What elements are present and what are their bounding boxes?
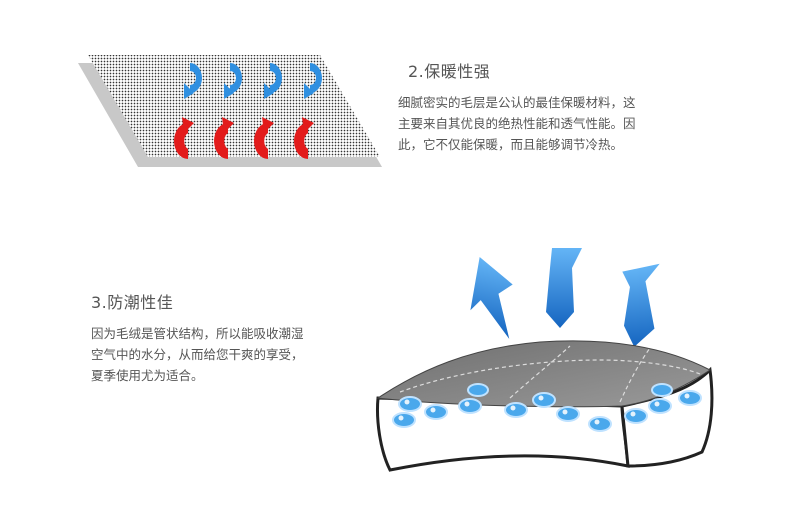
moisture-line: 因为毛绒是管状结构，所以能吸收潮湿 [91,326,304,341]
blue-curved-arrow-icon [184,63,202,99]
warmth-line: 细腻密实的毛层是公认的最佳保暖材料，这 [398,95,636,110]
warmth-illustration [78,55,382,167]
red-curved-arrow-icon [214,117,234,159]
red-curved-arrow-icon [254,117,274,159]
moisture-line: 夏季使用尤为适合。 [91,368,204,383]
moisture-droplets [392,383,702,432]
warmth-title: 2.保暖性强 [408,62,491,81]
moisture-description: 因为毛绒是管状结构，所以能吸收潮湿 空气中的水分，从而给您干爽的享受， 夏季使用… [91,323,304,386]
blue-curved-arrow-icon [304,63,322,99]
red-curved-arrow-icon [294,117,314,159]
blue-down-arrow-icon [470,257,513,339]
blue-curved-arrow-icon [264,63,282,99]
warmth-line: 此，它不仅能保暖，而且能够调节冷热。 [398,137,624,152]
moisture-title: 3.防潮性佳 [91,293,174,312]
moisture-line: 空气中的水分，从而给您干爽的享受， [91,347,304,362]
warmth-description: 细腻密实的毛层是公认的最佳保暖材料，这 主要来自其优良的绝热性能和透气性能。因 … [398,92,636,155]
warmth-line: 主要来自其优良的绝热性能和透气性能。因 [398,116,636,131]
blue-down-arrow-icon [622,263,660,347]
blue-down-arrow-icon [546,248,582,328]
red-curved-arrow-icon [174,117,194,159]
moisture-illustration [376,248,714,472]
blue-curved-arrow-icon [224,63,242,99]
